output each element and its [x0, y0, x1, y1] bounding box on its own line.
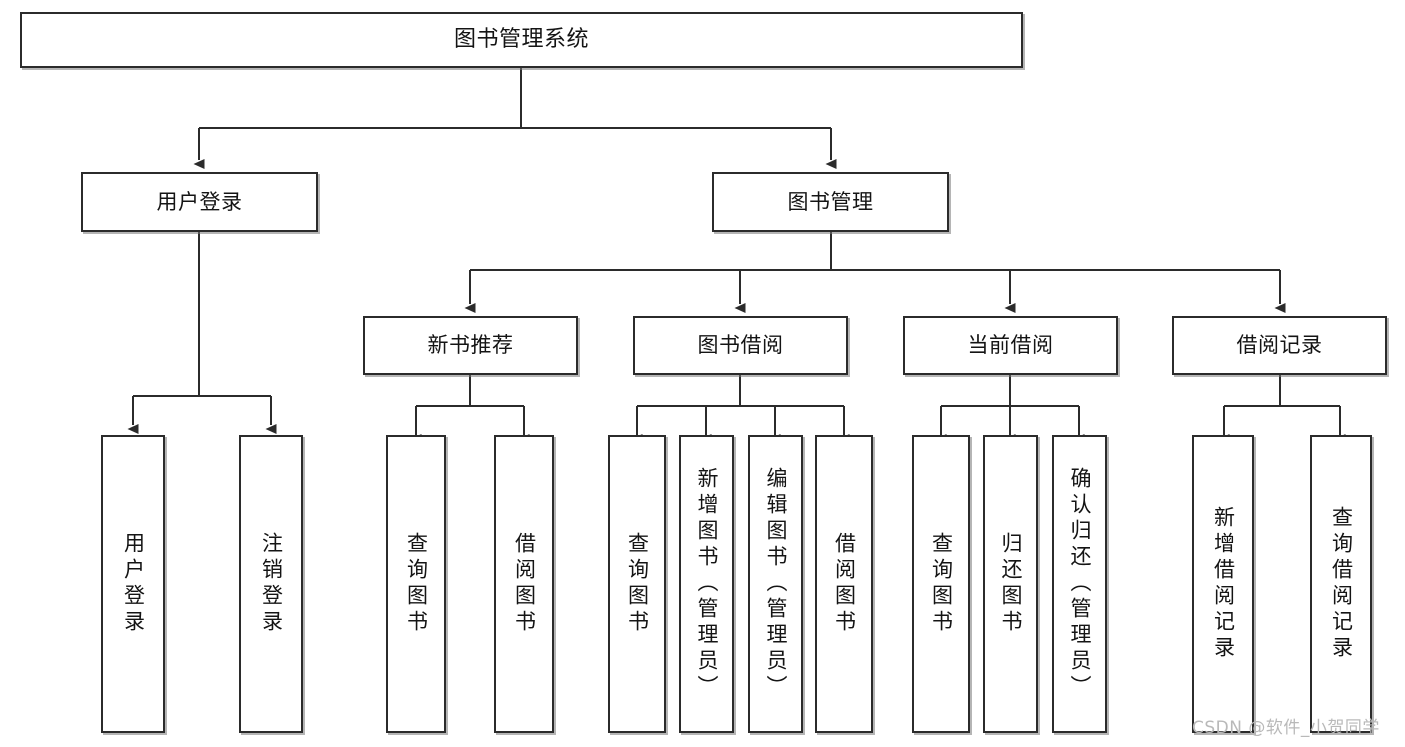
node-new-book-rec[interactable]: 新书推荐 [363, 316, 578, 375]
node-leaf-borrow-book-2-label: 借阅图书 [832, 532, 857, 636]
node-leaf-add-book[interactable]: 新增图书（管理员） [679, 435, 734, 733]
node-leaf-query-record-label: 查询借阅记录 [1329, 506, 1354, 662]
node-leaf-logout[interactable]: 注销登录 [239, 435, 303, 733]
node-leaf-return-book-label: 归还图书 [999, 532, 1023, 636]
node-leaf-logout-label: 注销登录 [259, 532, 284, 636]
node-leaf-add-record[interactable]: 新增借阅记录 [1192, 435, 1254, 733]
node-user-login-label: 用户登录 [156, 189, 243, 214]
node-leaf-user-login[interactable]: 用户登录 [101, 435, 165, 733]
node-leaf-query-record[interactable]: 查询借阅记录 [1310, 435, 1372, 733]
node-leaf-confirm-return-label: 确认归还（管理员） [1068, 467, 1092, 701]
node-leaf-query-book-1[interactable]: 查询图书 [386, 435, 446, 733]
node-book-borrow[interactable]: 图书借阅 [633, 316, 848, 375]
node-leaf-query-book-2[interactable]: 查询图书 [608, 435, 666, 733]
node-leaf-query-book-3[interactable]: 查询图书 [912, 435, 970, 733]
node-leaf-edit-book-label: 编辑图书（管理员） [764, 467, 788, 701]
node-leaf-query-book-2-label: 查询图书 [625, 532, 650, 636]
node-book-borrow-label: 图书借阅 [697, 333, 784, 358]
node-leaf-borrow-book-1[interactable]: 借阅图书 [494, 435, 554, 733]
node-root-system[interactable]: 图书管理系统 [20, 12, 1023, 68]
node-user-login[interactable]: 用户登录 [81, 172, 318, 232]
node-leaf-borrow-book-2[interactable]: 借阅图书 [815, 435, 873, 733]
node-book-manage[interactable]: 图书管理 [712, 172, 949, 232]
node-current-borrow-label: 当前借阅 [967, 333, 1054, 358]
node-book-manage-label: 图书管理 [787, 189, 874, 214]
node-borrow-record[interactable]: 借阅记录 [1172, 316, 1387, 375]
node-leaf-edit-book[interactable]: 编辑图书（管理员） [748, 435, 803, 733]
node-leaf-user-login-label: 用户登录 [121, 532, 146, 636]
node-current-borrow[interactable]: 当前借阅 [903, 316, 1118, 375]
node-leaf-add-book-label: 新增图书（管理员） [695, 467, 719, 701]
node-leaf-borrow-book-1-label: 借阅图书 [512, 532, 537, 636]
node-root-system-label: 图书管理系统 [453, 27, 589, 53]
node-borrow-record-label: 借阅记录 [1236, 333, 1323, 358]
node-new-book-rec-label: 新书推荐 [427, 333, 514, 358]
node-leaf-return-book[interactable]: 归还图书 [983, 435, 1038, 733]
node-leaf-query-book-3-label: 查询图书 [929, 532, 954, 636]
csdn-watermark: CSDN @软件_小贺同学 [1192, 718, 1380, 738]
node-leaf-add-record-label: 新增借阅记录 [1211, 506, 1236, 662]
node-leaf-confirm-return[interactable]: 确认归还（管理员） [1052, 435, 1107, 733]
node-leaf-query-book-1-label: 查询图书 [404, 532, 429, 636]
